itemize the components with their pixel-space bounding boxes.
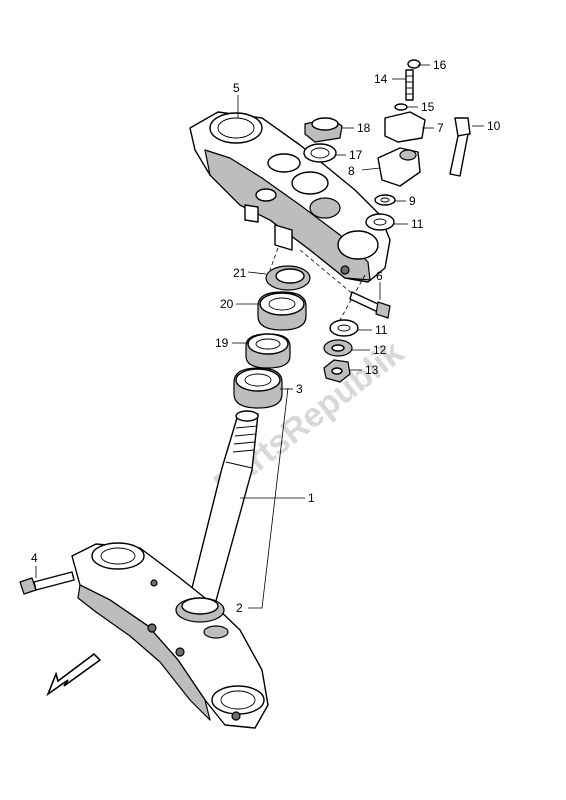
bolt-10: [449, 117, 471, 177]
steering-stem: [187, 410, 259, 609]
callout-17: 17: [349, 148, 363, 162]
bolt-14: [405, 69, 414, 101]
nut-13: [323, 359, 351, 383]
washer-17: [303, 143, 337, 163]
nut-12: [323, 339, 353, 357]
guide-line: [269, 247, 279, 271]
bearing-19: [245, 333, 291, 369]
callout-11-upper: 11: [411, 217, 424, 231]
callout-labels: 5 16 14 15 7 8 10 9 11 17 18 6 11 12 13 …: [31, 58, 501, 615]
callout-12: 12: [373, 343, 387, 357]
handlebar-holder-lower-8: [377, 147, 421, 187]
handlebar-holder-upper-7: [384, 111, 426, 143]
leader-lines: [35, 64, 484, 609]
callout-11-lower: 11: [375, 323, 388, 337]
bolt-6: [349, 291, 391, 319]
callout-18: 18: [357, 121, 371, 135]
callout-14: 14: [374, 72, 388, 86]
callout-13: 13: [365, 363, 379, 377]
cap-bolt-16: [407, 59, 421, 69]
washer-11-upper: [365, 213, 395, 231]
stem-nut-21: [265, 265, 311, 291]
lower-bracket: [71, 542, 269, 729]
bolt-4: [19, 571, 75, 595]
callout-2: 2: [236, 601, 243, 615]
callout-8: 8: [348, 164, 355, 178]
callout-20: 20: [220, 297, 234, 311]
bearing-3: [233, 367, 283, 409]
washer-9: [374, 194, 396, 206]
dust-seal-20: [257, 291, 307, 331]
callout-3: 3: [296, 382, 303, 396]
washer-15: [394, 103, 408, 111]
callout-19: 19: [215, 336, 229, 350]
callout-4: 4: [31, 551, 38, 565]
callout-15: 15: [421, 100, 435, 114]
cap-nut-18: [304, 117, 343, 143]
callout-5: 5: [233, 81, 240, 95]
washer-11-lower: [329, 319, 359, 337]
guide-line: [299, 249, 361, 301]
callout-9: 9: [409, 194, 416, 208]
callout-21: 21: [233, 266, 247, 280]
guide-line: [339, 274, 366, 321]
upper-bracket: [189, 111, 391, 283]
callout-1: 1: [308, 491, 315, 505]
front-direction-arrow-icon: [46, 652, 102, 697]
callout-7: 7: [437, 121, 444, 135]
callout-10: 10: [487, 119, 501, 133]
callout-6: 6: [376, 269, 383, 283]
callout-16: 16: [433, 58, 447, 72]
